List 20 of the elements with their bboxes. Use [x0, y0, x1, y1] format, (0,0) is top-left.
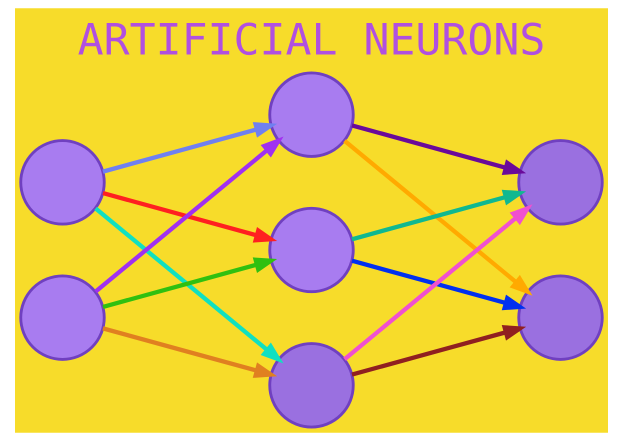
- node-circle: [517, 274, 604, 361]
- arrow: [102, 191, 278, 243]
- diagram-title: ARTIFICIAL NEURONS: [78, 15, 546, 66]
- arrow: [351, 123, 526, 175]
- arrow: [102, 326, 278, 378]
- node-circle: [517, 139, 604, 226]
- node-circle: [268, 342, 355, 428]
- arrow: [102, 122, 278, 174]
- arrow: [343, 139, 533, 296]
- arrow: [94, 206, 284, 364]
- node-circle: [268, 206, 355, 294]
- node-circle: [19, 274, 106, 361]
- arrow: [351, 258, 526, 310]
- node-circle: [19, 139, 106, 226]
- node-circle: [268, 72, 355, 158]
- arrow: [351, 190, 526, 242]
- arrow: [343, 204, 533, 361]
- arrow: [94, 136, 284, 294]
- arrow: [102, 257, 278, 310]
- arrow: [351, 325, 526, 377]
